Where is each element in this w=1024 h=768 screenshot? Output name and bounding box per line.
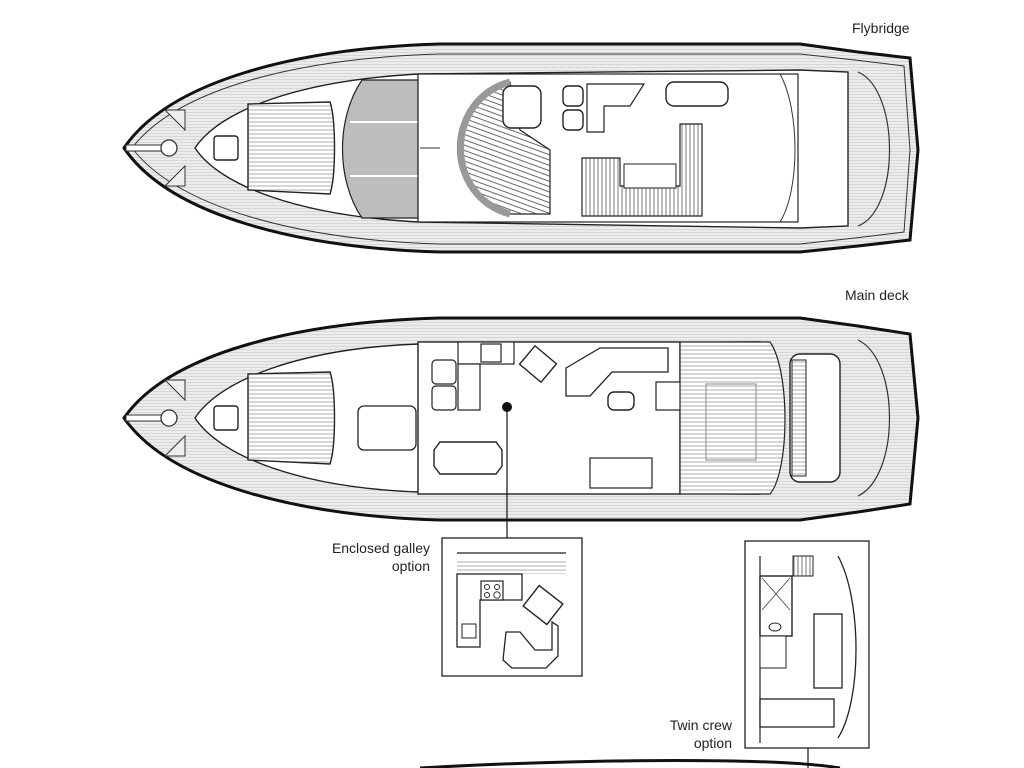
flybridge-label: Flybridge xyxy=(852,20,910,36)
galley-label-line1: Enclosed galley xyxy=(331,540,430,556)
enclosed-galley-option-label: Enclosed galley option xyxy=(332,539,430,575)
hob-icon xyxy=(480,580,504,601)
twin-crew-option xyxy=(419,540,870,768)
anchor-icon xyxy=(160,409,178,427)
twin-crew-option-label: Twin crew option xyxy=(670,716,732,752)
main-deck-plan xyxy=(122,316,920,540)
anchor-icon xyxy=(160,139,178,157)
crew-label-line1: Twin crew xyxy=(669,717,732,733)
flybridge-plan xyxy=(122,42,920,254)
enclosed-galley-option xyxy=(441,537,583,677)
crew-label-line2: option xyxy=(693,735,732,751)
main-deck-label: Main deck xyxy=(845,287,909,303)
hob-icon xyxy=(480,343,502,363)
galley-label-line2: option xyxy=(391,558,430,574)
